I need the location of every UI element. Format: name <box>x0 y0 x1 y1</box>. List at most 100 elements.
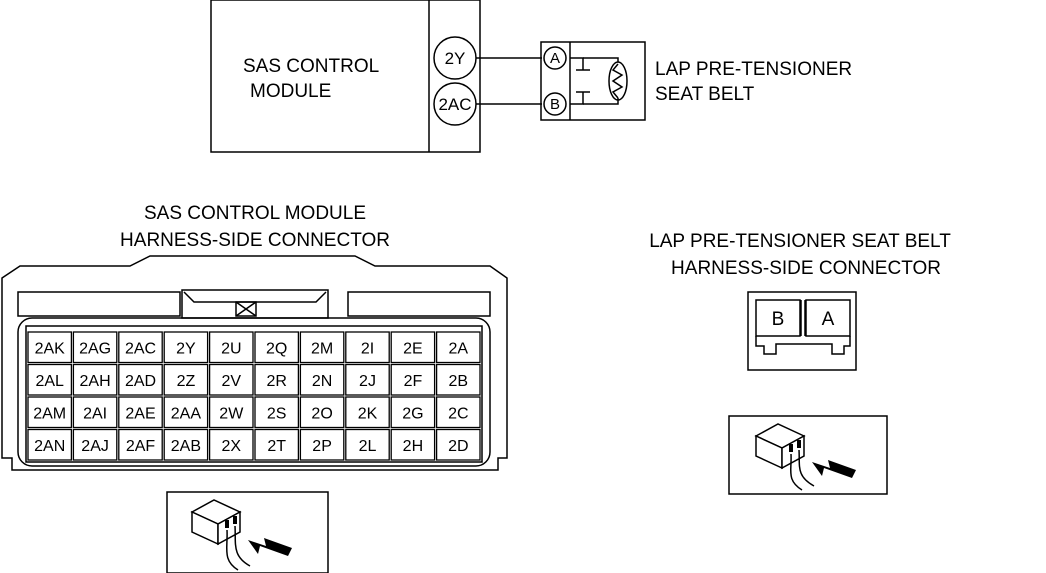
pin-label: 2AK <box>35 340 66 357</box>
module-name-line1: SAS CONTROL <box>243 56 379 77</box>
pin-label: 2W <box>219 405 244 422</box>
sas-connector-title-line1: SAS CONTROL MODULE <box>144 203 366 224</box>
lap-connector-title-line1: LAP PRE-TENSIONER SEAT BELT <box>649 231 951 252</box>
pin-circle-2y: 2Y <box>433 36 477 80</box>
sas-connector-body <box>1 255 508 471</box>
sas-control-module-block <box>210 0 481 153</box>
seatbelt-name-line2: SEAT BELT <box>655 84 755 105</box>
pin-label: 2AA <box>171 405 202 422</box>
pin-cell <box>118 363 163 396</box>
seatbelt-name-line1: LAP PRE-TENSIONER <box>655 59 852 80</box>
pin-cell <box>435 428 481 461</box>
pin-label: 2AL <box>35 373 64 390</box>
pin-label: 2U <box>221 340 241 357</box>
pin-cell <box>390 428 436 461</box>
pin-cell <box>299 363 345 396</box>
pin-label: 2X <box>222 438 242 455</box>
pin-label: 2AJ <box>81 438 109 455</box>
pin-cell <box>208 428 254 461</box>
pin-label: 2AC <box>125 340 156 357</box>
pin-label: 2K <box>358 405 378 422</box>
pin-cell <box>27 363 73 396</box>
pin-label: 2AN <box>34 438 65 455</box>
pin-label: 2Q <box>266 340 287 357</box>
pin-label: 2A <box>449 340 469 357</box>
pin-circle-2ac: 2AC <box>433 82 477 126</box>
pin-label: 2AH <box>80 373 111 390</box>
pin-cell <box>118 428 163 461</box>
sas-pin-grid: 2AK 2AG 2AC 2Y 2U 2Q 2M 2I 2E 2A 2AL 2AH 2AD 2Z 2V 2R 2N… <box>27 331 481 461</box>
pin-cell <box>72 428 118 461</box>
pin-label: 2F <box>404 373 423 390</box>
pin-cell <box>299 331 345 364</box>
pin-label: 2N <box>312 373 332 390</box>
pin-label: 2AG <box>79 340 111 357</box>
pin-cell <box>254 396 300 429</box>
svg-text:2Y: 2Y <box>445 49 466 68</box>
svg-text:A: A <box>550 50 560 67</box>
svg-text:2AC: 2AC <box>438 95 471 114</box>
wires <box>476 57 542 105</box>
seatbelt-block <box>540 41 646 121</box>
pin-cell <box>254 363 300 396</box>
pin-cell <box>345 331 390 364</box>
pin-label: 2AI <box>83 405 107 422</box>
pin-label: 2G <box>402 405 423 422</box>
pin-cell <box>118 396 163 429</box>
pin-label: 2L <box>359 438 377 455</box>
pin-cell <box>72 363 118 396</box>
pin-cell <box>163 396 209 429</box>
pin-label: 2E <box>403 340 423 357</box>
pin-label: 2H <box>403 438 423 455</box>
module-name-line2: MODULE <box>250 81 331 102</box>
lap-terminal-b: B <box>772 309 785 330</box>
pin-cell <box>72 331 118 364</box>
lap-connector-body <box>747 291 857 371</box>
pin-cell <box>163 363 209 396</box>
pin-label: 2T <box>267 438 286 455</box>
pin-label: 2AF <box>126 438 156 455</box>
pin-label: 2AB <box>171 438 201 455</box>
pin-cell <box>254 428 300 461</box>
pin-cell <box>435 331 481 364</box>
pin-label: 2AD <box>125 373 156 390</box>
pin-cell <box>118 331 163 364</box>
pin-cell <box>163 331 209 364</box>
pin-cell <box>208 363 254 396</box>
pin-label: 2O <box>311 405 332 422</box>
pin-label: 2J <box>359 373 376 390</box>
pin-cell <box>72 396 118 429</box>
pin-label: 2C <box>448 405 468 422</box>
pin-cell <box>208 396 254 429</box>
connector-probe-icon <box>728 415 888 495</box>
lap-connector-title-line2: HARNESS-SIDE CONNECTOR <box>671 258 941 279</box>
pin-cell <box>163 428 209 461</box>
terminal-circle-b: B <box>543 92 567 116</box>
sas-connector-title-line2: HARNESS-SIDE CONNECTOR <box>120 230 390 251</box>
pin-label: 2V <box>222 373 242 390</box>
pin-label: 2Z <box>177 373 196 390</box>
pin-label: 2B <box>449 373 469 390</box>
pin-label: 2I <box>361 340 374 357</box>
pin-cell <box>208 331 254 364</box>
pin-label: 2Y <box>176 340 196 357</box>
pin-label: 2AM <box>33 405 66 422</box>
svg-text:B: B <box>550 96 560 113</box>
pin-label: 2S <box>267 405 287 422</box>
lap-terminal-a: A <box>822 309 835 330</box>
pin-cell <box>27 331 73 364</box>
pin-cell <box>27 428 73 461</box>
pin-label: 2R <box>266 373 286 390</box>
pin-cell <box>299 396 345 429</box>
terminal-circle-a: A <box>543 46 567 70</box>
pin-cell <box>254 331 300 364</box>
pin-label: 2P <box>312 438 332 455</box>
connector-probe-icon <box>166 491 329 573</box>
pin-cell <box>299 428 345 461</box>
pin-cell <box>435 396 481 429</box>
pin-label: 2AE <box>125 405 155 422</box>
pin-label: 2M <box>311 340 333 357</box>
pin-cell <box>345 363 390 396</box>
pin-cell <box>435 363 481 396</box>
